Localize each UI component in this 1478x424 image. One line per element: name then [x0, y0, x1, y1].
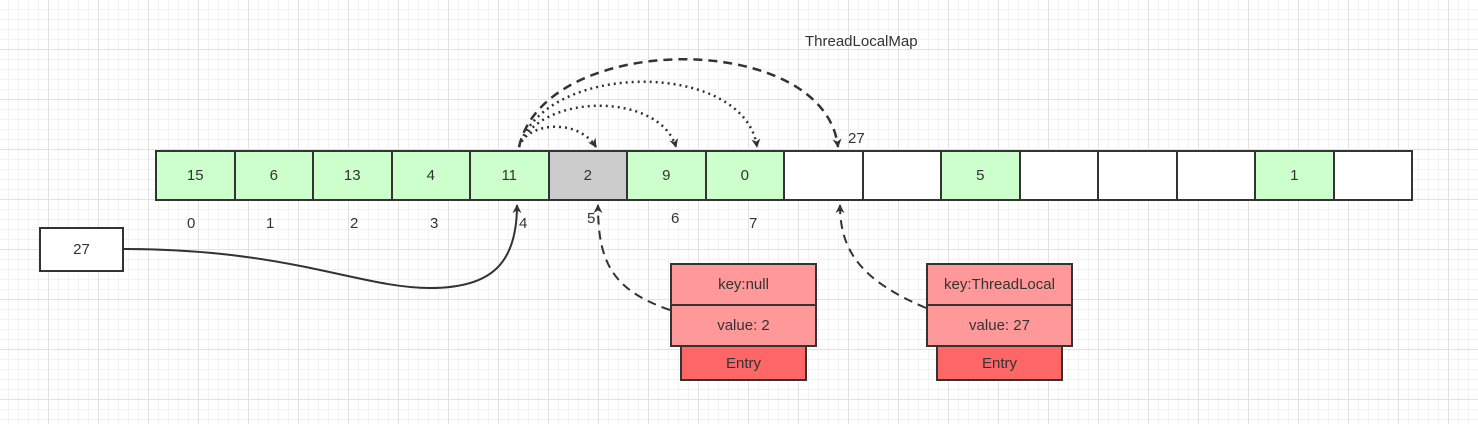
entry-null-arrow — [593, 204, 671, 311]
array-cell: 1 — [1254, 150, 1335, 201]
index-label: 4 — [519, 215, 528, 232]
array-cell — [861, 150, 942, 201]
diagram-title: ThreadLocalMap — [805, 33, 918, 50]
index-label: 1 — [266, 215, 275, 232]
array-cell — [1175, 150, 1256, 201]
index-label: 2 — [350, 215, 359, 232]
entry-key: key:null — [670, 263, 817, 306]
entry-threadlocal-arrow — [835, 204, 927, 309]
entry-new: key:ThreadLocal value: 27 Entry — [926, 263, 1073, 381]
index-label: 6 — [671, 210, 680, 227]
insert-arrow — [123, 204, 522, 290]
array-cell: 13 — [312, 150, 393, 201]
entry-stale: key:null value: 2 Entry — [670, 263, 817, 381]
array-cell: 9 — [626, 150, 707, 201]
new-key-box: 27 — [39, 227, 124, 272]
probe-arrow-to-8 — [517, 58, 842, 148]
index-label: 5 — [587, 210, 596, 227]
array-cell: 11 — [469, 150, 550, 201]
entry-value: value: 27 — [926, 304, 1073, 347]
array-cell — [1097, 150, 1178, 201]
array-cell — [1332, 150, 1413, 201]
array-cell: 6 — [233, 150, 314, 201]
index-label: 7 — [749, 215, 758, 232]
entry-label: Entry — [680, 345, 807, 381]
array-cell — [1018, 150, 1099, 201]
entry-value: value: 2 — [670, 304, 817, 347]
array-cell: 0 — [704, 150, 785, 201]
array-cell: 5 — [940, 150, 1021, 201]
array-cell: 15 — [155, 150, 236, 201]
probe-arrow-to-5 — [517, 125, 598, 148]
slot-value-label: 27 — [848, 130, 865, 147]
entry-key: key:ThreadLocal — [926, 263, 1073, 306]
array-cell: 4 — [390, 150, 471, 201]
probe-arrow-to-7 — [517, 80, 761, 148]
array-cell — [783, 150, 864, 201]
index-label: 3 — [430, 215, 439, 232]
array-cell: 2 — [547, 150, 628, 201]
entry-label: Entry — [936, 345, 1063, 381]
index-label: 0 — [187, 215, 196, 232]
